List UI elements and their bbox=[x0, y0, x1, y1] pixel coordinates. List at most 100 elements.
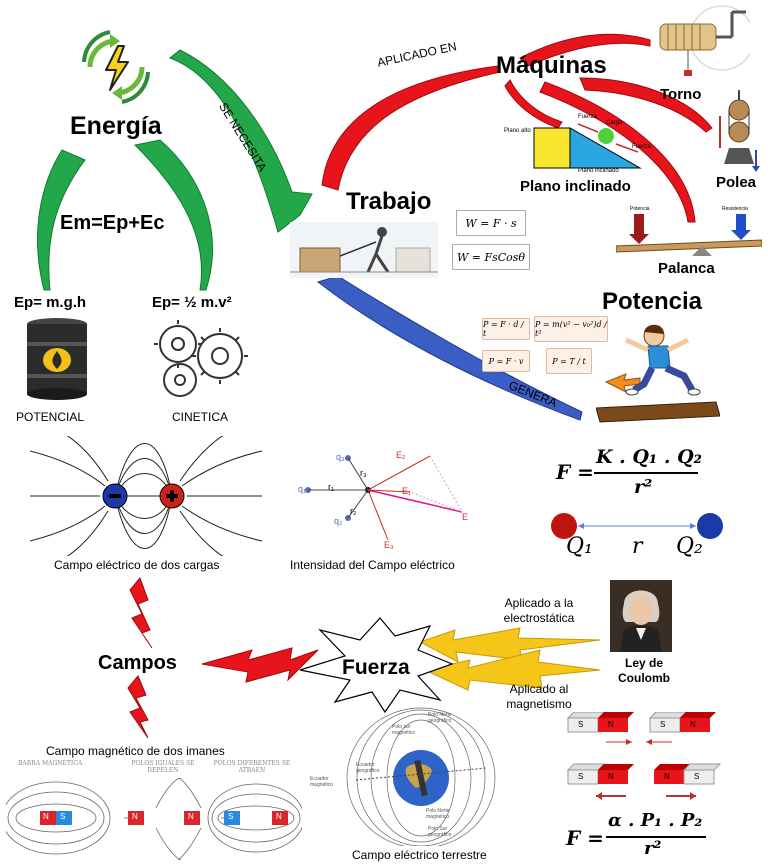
q3-label: q₃ bbox=[336, 452, 345, 462]
polos-iguales-label: POLOS IGUALES SE REPELEN bbox=[131, 760, 195, 774]
pole-s-4: S bbox=[694, 772, 700, 781]
e2-label: E₂ bbox=[396, 450, 406, 460]
pole-n-4: N bbox=[664, 772, 670, 781]
aplicado-magnetismo: Aplicado al magnetismo bbox=[506, 682, 572, 711]
plano-fuerza-label: Fuerza bbox=[578, 114, 597, 120]
energia-equation: Em=Ep+Ec bbox=[60, 212, 165, 234]
q1-label: q₁ bbox=[298, 484, 307, 494]
potencial-label: POTENCIAL bbox=[16, 410, 85, 424]
coulomb-denominator: r² bbox=[634, 476, 653, 498]
polo-norte-mag: Polo Norte magnético bbox=[426, 808, 450, 820]
magnet-fraction-bar bbox=[606, 836, 706, 838]
coulomb-portrait bbox=[610, 580, 672, 652]
red-bolt-horizontal bbox=[201, 647, 319, 683]
r2-label: r₂ bbox=[350, 506, 357, 516]
magnet3-n: N bbox=[188, 812, 194, 821]
ecuador-geo: Ecuador geográfico bbox=[356, 762, 380, 774]
terrestre-caption: Campo eléctrico terrestre bbox=[352, 848, 487, 862]
oil-barrel-icon bbox=[27, 318, 87, 400]
e3-label: E₃ bbox=[384, 540, 394, 550]
polos-diferentes-label: POLOS DIFERENTES SE ATRAEN bbox=[213, 760, 291, 774]
pole-n-3: N bbox=[608, 772, 614, 781]
magnet4-s: S bbox=[228, 812, 234, 821]
r3-label: r₃ bbox=[360, 468, 367, 478]
palanca-resistencia-label: Resistencia bbox=[722, 206, 748, 212]
pole-n-1: N bbox=[608, 720, 614, 729]
blue-arrow-potencia bbox=[316, 275, 583, 421]
potencia-title: Potencia bbox=[602, 288, 703, 315]
torno-icon bbox=[659, 5, 750, 76]
coulomb-fraction-bar bbox=[594, 472, 698, 474]
gears-icon bbox=[154, 320, 248, 397]
trabajo-title: Trabajo bbox=[346, 188, 432, 215]
aplicado-electrostatica: Aplicado a la electrostática bbox=[503, 596, 575, 625]
plano-inclinado-small-label: Plano inclinado bbox=[578, 168, 619, 174]
energy-icon bbox=[82, 30, 150, 104]
coulomb-charges bbox=[551, 513, 723, 539]
ep-formula: Ep= m.g.h bbox=[14, 294, 87, 311]
pole-n-2: N bbox=[690, 720, 696, 729]
coulomb-numerator: K . Q₁ . Q₂ bbox=[596, 446, 702, 468]
jumping-boy-icon bbox=[596, 324, 720, 423]
work-formula-2: W = FsCosθ bbox=[452, 244, 530, 270]
polo-norte-geo: Polo Norte geográfico bbox=[428, 712, 452, 724]
red-arrow-torno bbox=[519, 33, 651, 67]
magnet-fields bbox=[6, 778, 302, 860]
green-arrow-trabajo bbox=[168, 49, 313, 233]
ec-formula: Ep= ½ m.v² bbox=[152, 294, 232, 311]
magnetic-poles-force bbox=[566, 712, 722, 800]
yellow-bolt-magnet bbox=[423, 649, 601, 691]
pole-s-2: S bbox=[660, 720, 666, 729]
pole-s-1: S bbox=[578, 720, 584, 729]
electric-field-two-charges bbox=[30, 436, 262, 556]
polea-label: Polea bbox=[716, 174, 757, 191]
potencia-formula-4: P = T / t bbox=[546, 348, 592, 374]
magnet-denominator: r² bbox=[644, 838, 662, 859]
plano-inclinado-icon bbox=[533, 123, 642, 169]
ley-coulomb-label: Ley de Coulomb bbox=[618, 656, 670, 685]
fuerza-title: Fuerza bbox=[342, 656, 410, 679]
e-label: E bbox=[462, 512, 469, 522]
magnet-formula-lhs: F = bbox=[566, 826, 604, 850]
magnet1-s: S bbox=[60, 812, 66, 821]
e1-label: E₁ bbox=[402, 486, 412, 496]
field-intensity-diagram bbox=[305, 455, 464, 541]
plano-fuerza2-label: Fuerza bbox=[632, 144, 651, 150]
red-arrow-palanca bbox=[539, 81, 696, 223]
maquinas-title: Máquinas bbox=[496, 52, 607, 79]
polo-sur-geo: Polo Sur geográfico bbox=[428, 826, 452, 838]
work-formula-1: W = F · s bbox=[456, 210, 526, 236]
intensidad-caption: Intensidad del Campo eléctrico bbox=[290, 558, 455, 572]
r1-label: r₁ bbox=[328, 482, 335, 492]
campo-electrico-caption: Campo eléctrico de dos cargas bbox=[54, 558, 220, 572]
palanca-label: Palanca bbox=[658, 260, 715, 277]
pole-s-3: S bbox=[578, 772, 584, 781]
green-arrow-cinetica bbox=[133, 139, 213, 291]
energia-title: Energía bbox=[70, 112, 162, 140]
red-bolt-upper bbox=[129, 577, 153, 649]
yellow-bolt-coulomb bbox=[418, 627, 601, 663]
magnet2-n: N bbox=[132, 812, 138, 821]
potencia-formula-3: P = F · v bbox=[482, 350, 530, 372]
campo-magnetico-caption: Campo magnético de dos imanes bbox=[46, 744, 225, 758]
coulomb-q1: Q₁ bbox=[566, 534, 593, 559]
plano-alto-label: Plano alto bbox=[504, 128, 531, 134]
coulomb-q2: Q₂ bbox=[676, 534, 703, 559]
polo-sur-mag: Polo sur magnético bbox=[392, 724, 416, 736]
torno-label: Torno bbox=[660, 86, 702, 103]
campos-title: Campos bbox=[98, 652, 177, 674]
magnet1-n: N bbox=[43, 812, 49, 821]
potencia-formula-1: P = F · d / t bbox=[482, 318, 530, 340]
plano-carga-label: Carga bbox=[606, 120, 623, 126]
coulomb-r: r bbox=[632, 534, 643, 559]
green-arrow-potencial bbox=[37, 149, 86, 291]
palanca-icon bbox=[616, 214, 762, 256]
polea-icon bbox=[719, 90, 760, 172]
magnet-numerator: α . P₁ . P₂ bbox=[608, 810, 703, 831]
q2-label: q₂ bbox=[334, 516, 343, 526]
cinetica-label: CINETICA bbox=[172, 410, 229, 424]
plano-inclinado-label: Plano inclinado bbox=[520, 178, 631, 195]
work-illustration bbox=[290, 222, 438, 278]
palanca-potencia-label: Potencia bbox=[630, 206, 650, 212]
